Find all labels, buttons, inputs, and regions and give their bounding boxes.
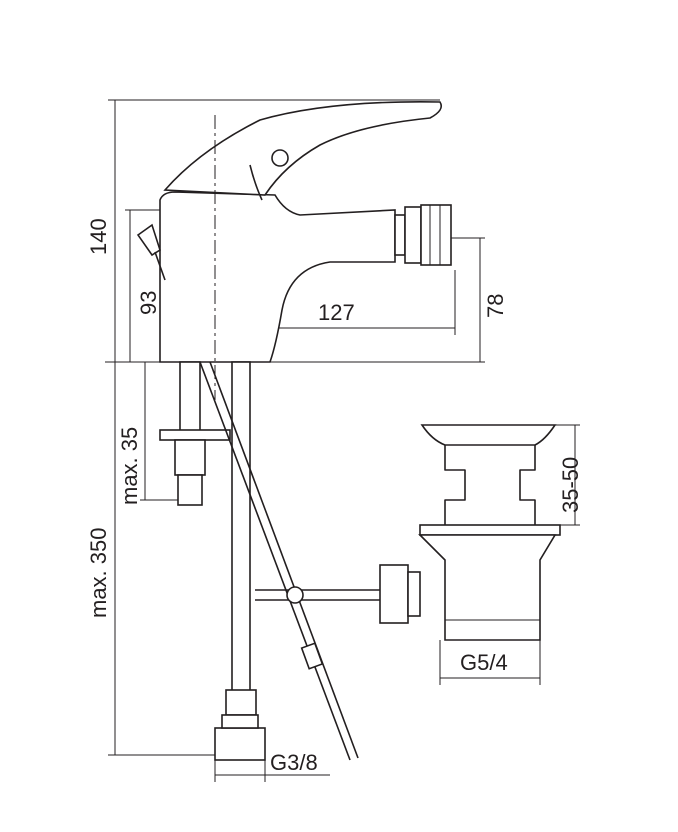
dim-supply-thread: G3/8 — [270, 750, 318, 775]
waste-valve — [418, 424, 561, 641]
dim-aerator-height: 78 — [483, 294, 508, 318]
dim-height-total: 140 — [86, 218, 111, 255]
faucet-body — [159, 101, 452, 363]
dim-waste-thread: G5/4 — [460, 650, 508, 675]
dim-waste-range: 35-50 — [558, 457, 583, 513]
dim-max-hose: max. 350 — [86, 528, 111, 619]
dim-spout-length: 127 — [318, 300, 355, 325]
mounting-parts — [159, 361, 421, 761]
popup-knob — [136, 223, 166, 281]
dim-spout-height: 93 — [136, 291, 161, 315]
dim-max-thickness: max. 35 — [117, 427, 142, 505]
